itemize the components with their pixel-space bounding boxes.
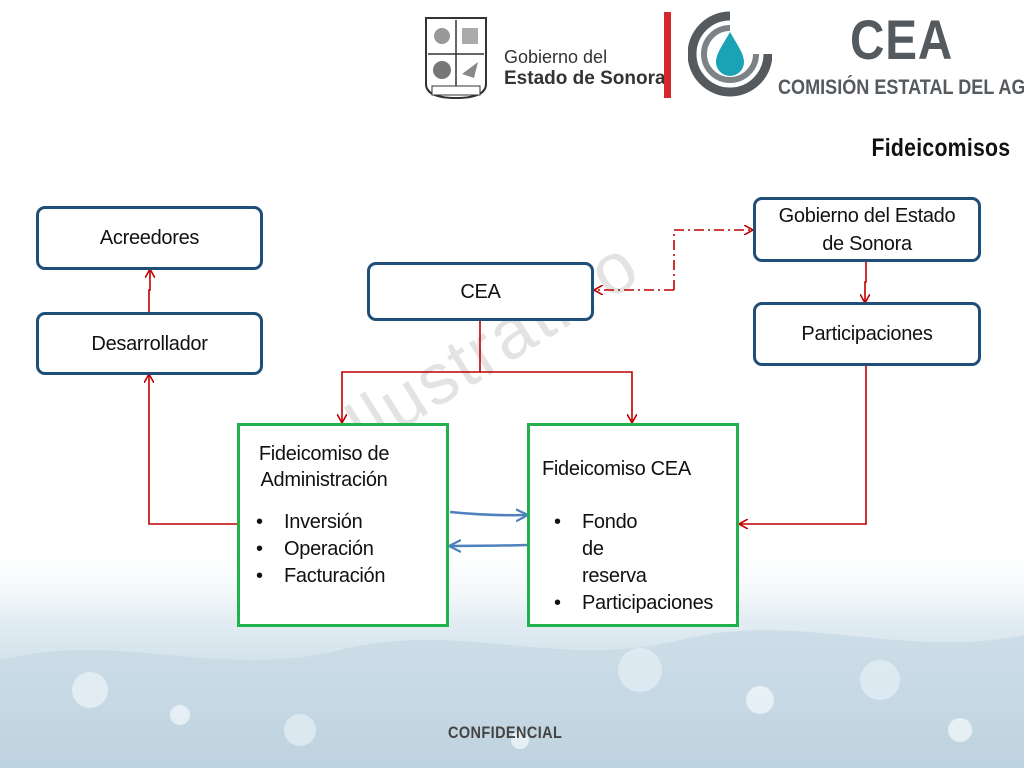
node-desarrollador: Desarrollador	[36, 312, 263, 375]
water-background	[0, 540, 1024, 768]
list-item: Facturación	[254, 563, 386, 590]
node-acreedores: Acreedores	[36, 206, 263, 270]
cea-subtitle: COMISIÓN ESTATAL DEL AGUA	[778, 76, 1024, 99]
list-item: Fondo de reserva	[552, 509, 662, 590]
node-gobierno-estado: Gobierno del Estado de Sonora	[753, 197, 981, 262]
participaciones-to-fid-cea-connector	[740, 365, 867, 524]
node-desarrollador-label: Desarrollador	[91, 332, 208, 355]
page-number: 18	[955, 723, 973, 740]
fid-cea-title: Fideicomiso CEA	[542, 458, 691, 480]
desarrollador-to-acreedores-connector	[149, 270, 150, 312]
header-divider	[664, 12, 671, 98]
node-participaciones: Participaciones	[753, 302, 981, 366]
sonora-seal-logo	[425, 17, 487, 100]
fid-admin-to-desarrollador-connector	[149, 375, 237, 525]
node-acreedores-label: Acreedores	[99, 227, 200, 249]
cea-wordmark: CEA	[850, 8, 954, 71]
node-fideicomiso-cea: Fideicomiso CEA Fondo de reserva Partici…	[527, 423, 739, 627]
list-item: Inversión	[254, 509, 385, 536]
list-item: Participaciones	[552, 590, 728, 617]
fid-admin-list: Inversión Operación Facturación	[254, 509, 386, 590]
confidential-footer: CONFIDENCIAL	[448, 723, 563, 742]
gobierno-line1: Gobierno del	[504, 47, 608, 67]
node-cea: CEA	[367, 262, 594, 321]
gobierno-sonora-wordmark: Gobierno del Estado de Sonora	[504, 46, 666, 90]
cea-gobierno-dashed-connector-2	[673, 230, 752, 290]
page-title: Fideicomisos	[871, 134, 1010, 162]
gobierno-to-participaciones-connector	[865, 262, 866, 302]
gobierno-line2: Estado de Sonora	[504, 68, 666, 89]
cea-to-fideicomisos-connector	[342, 320, 481, 422]
fid-admin-title: Fideicomiso de Administración	[258, 443, 390, 491]
cea-drop-logo	[688, 11, 772, 97]
node-cea-label: CEA	[460, 280, 501, 303]
node-gobierno-label: Gobierno del Estado de Sonora	[778, 204, 956, 255]
node-fideicomiso-administracion: Fideicomiso de Administración Inversión …	[237, 423, 449, 627]
list-item: Operación	[254, 536, 385, 563]
cea-to-admin-exchange-arrow	[450, 545, 528, 546]
admin-to-cea-exchange-arrow	[449, 512, 527, 515]
node-participaciones-label: Participaciones	[801, 323, 933, 345]
fid-cea-list: Fondo de reserva Participaciones	[552, 509, 728, 617]
cea-to-fid-cea-connector	[480, 371, 632, 422]
